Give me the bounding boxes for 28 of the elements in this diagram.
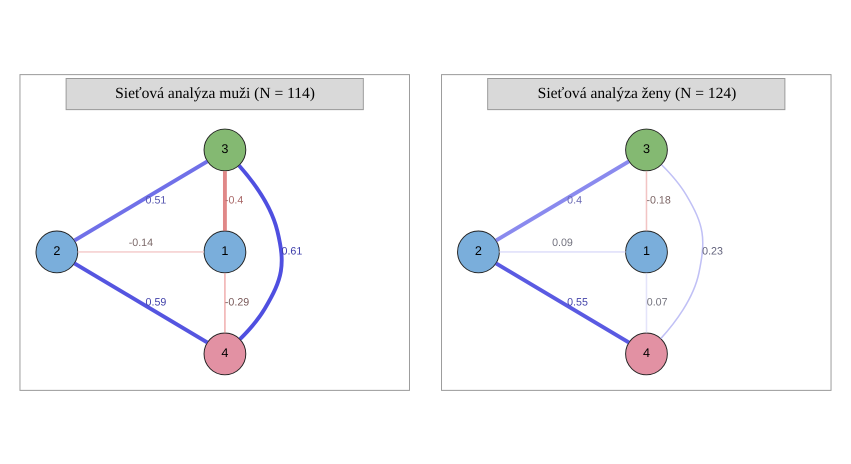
connector xyxy=(222,170,227,230)
connector xyxy=(78,250,204,252)
connector xyxy=(224,272,226,332)
edge-label: 0.09 xyxy=(552,236,573,248)
node-circle: 4 xyxy=(204,332,246,375)
node-circle: 2 xyxy=(36,230,78,273)
node-circle: 1 xyxy=(625,230,668,273)
edge-label: -0.18 xyxy=(646,194,671,206)
node-circle: 4 xyxy=(625,332,668,375)
edge-label: 0.23 xyxy=(702,245,723,258)
node-circle: 2 xyxy=(457,230,500,273)
edge-label: 0.55 xyxy=(567,296,588,308)
edge-label: 0.59 xyxy=(146,296,166,308)
connector xyxy=(646,170,648,230)
connector xyxy=(495,159,630,242)
edge-label: 0.07 xyxy=(646,296,668,308)
node-circle: 3 xyxy=(204,128,246,171)
connector xyxy=(238,164,284,340)
node-circle: 1 xyxy=(204,230,246,273)
connector xyxy=(74,261,208,344)
node-circle: 3 xyxy=(625,128,668,171)
edge-label: -0.14 xyxy=(128,236,154,248)
edge-label: 0.51 xyxy=(146,194,166,206)
connector xyxy=(660,164,704,339)
edge-label: -0.29 xyxy=(224,296,250,308)
edge-label: 0.4 xyxy=(567,194,582,206)
connector xyxy=(74,159,208,242)
connector xyxy=(495,261,630,344)
